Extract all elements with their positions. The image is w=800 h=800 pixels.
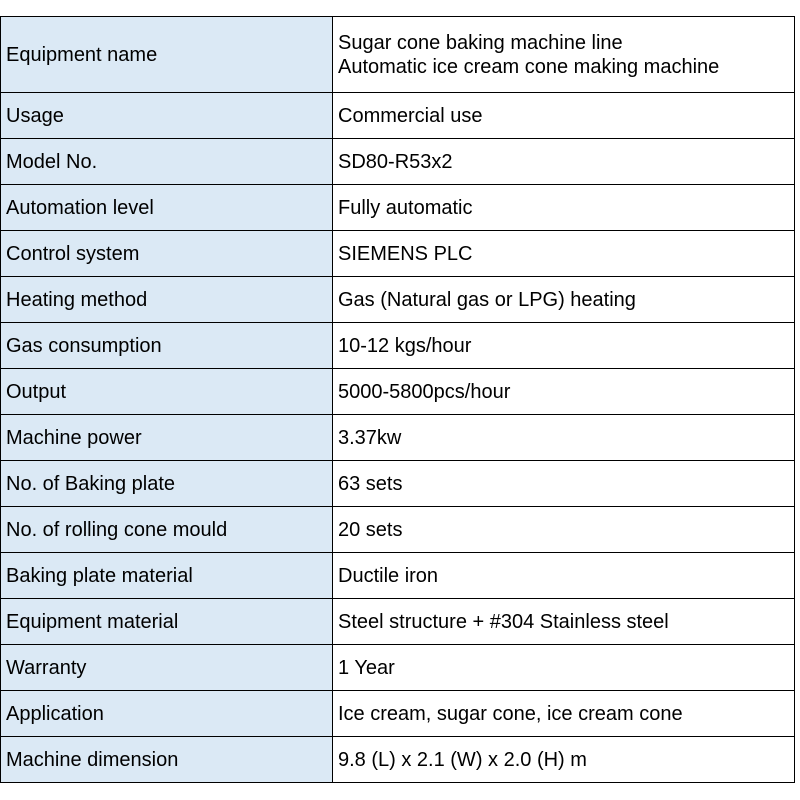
- value-cell: Ice cream, sugar cone, ice cream cone: [332, 690, 795, 737]
- label-cell: Application: [0, 690, 333, 737]
- label-cell: Gas consumption: [0, 322, 333, 369]
- table-row-automation-level: Automation level Fully automatic: [0, 184, 795, 231]
- table-row-control-system: Control system SIEMENS PLC: [0, 230, 795, 277]
- table-row-equipment-name: Equipment name Sugar cone baking machine…: [0, 16, 795, 93]
- table-row-baking-plate-material: Baking plate material Ductile iron: [0, 552, 795, 599]
- label-cell: Control system: [0, 230, 333, 277]
- label-cell: Heating method: [0, 276, 333, 323]
- table-row-machine-dimension: Machine dimension 9.8 (L) x 2.1 (W) x 2.…: [0, 736, 795, 783]
- value-cell: 5000-5800pcs/hour: [332, 368, 795, 415]
- label-cell: Automation level: [0, 184, 333, 231]
- table-row-gas-consumption: Gas consumption 10-12 kgs/hour: [0, 322, 795, 369]
- table-row-rolling-cone-mould: No. of rolling cone mould 20 sets: [0, 506, 795, 553]
- value-cell: 20 sets: [332, 506, 795, 553]
- value-line: Sugar cone baking machine line: [338, 31, 623, 54]
- label-cell: Model No.: [0, 138, 333, 185]
- value-cell: Gas (Natural gas or LPG) heating: [332, 276, 795, 323]
- value-cell: Commercial use: [332, 92, 795, 139]
- table-row-equipment-material: Equipment material Steel structure + #30…: [0, 598, 795, 645]
- value-cell: 1 Year: [332, 644, 795, 691]
- value-cell: SIEMENS PLC: [332, 230, 795, 277]
- value-cell: Fully automatic: [332, 184, 795, 231]
- specification-table: Equipment name Sugar cone baking machine…: [0, 16, 795, 783]
- table-row-model-no: Model No. SD80-R53x2: [0, 138, 795, 185]
- label-cell: Baking plate material: [0, 552, 333, 599]
- label-cell: Equipment name: [0, 16, 333, 93]
- value-cell: SD80-R53x2: [332, 138, 795, 185]
- label-cell: No. of Baking plate: [0, 460, 333, 507]
- value-cell: 63 sets: [332, 460, 795, 507]
- value-line: Automatic ice cream cone making machine: [338, 55, 720, 78]
- specification-table-body: Equipment name Sugar cone baking machine…: [0, 16, 795, 783]
- label-cell: Output: [0, 368, 333, 415]
- value-cell: 9.8 (L) x 2.1 (W) x 2.0 (H) m: [332, 736, 795, 783]
- value-cell: Sugar cone baking machine line Automatic…: [332, 16, 795, 93]
- value-cell: 10-12 kgs/hour: [332, 322, 795, 369]
- label-cell: Warranty: [0, 644, 333, 691]
- value-cell: 3.37kw: [332, 414, 795, 461]
- label-cell: No. of rolling cone mould: [0, 506, 333, 553]
- table-row-output: Output 5000-5800pcs/hour: [0, 368, 795, 415]
- table-row-heating-method: Heating method Gas (Natural gas or LPG) …: [0, 276, 795, 323]
- table-row-usage: Usage Commercial use: [0, 92, 795, 139]
- table-row-warranty: Warranty 1 Year: [0, 644, 795, 691]
- label-cell: Machine dimension: [0, 736, 333, 783]
- table-row-application: Application Ice cream, sugar cone, ice c…: [0, 690, 795, 737]
- value-cell: Steel structure + #304 Stainless steel: [332, 598, 795, 645]
- label-cell: Equipment material: [0, 598, 333, 645]
- label-cell: Machine power: [0, 414, 333, 461]
- value-cell: Ductile iron: [332, 552, 795, 599]
- table-row-machine-power: Machine power 3.37kw: [0, 414, 795, 461]
- table-row-baking-plates: No. of Baking plate 63 sets: [0, 460, 795, 507]
- label-cell: Usage: [0, 92, 333, 139]
